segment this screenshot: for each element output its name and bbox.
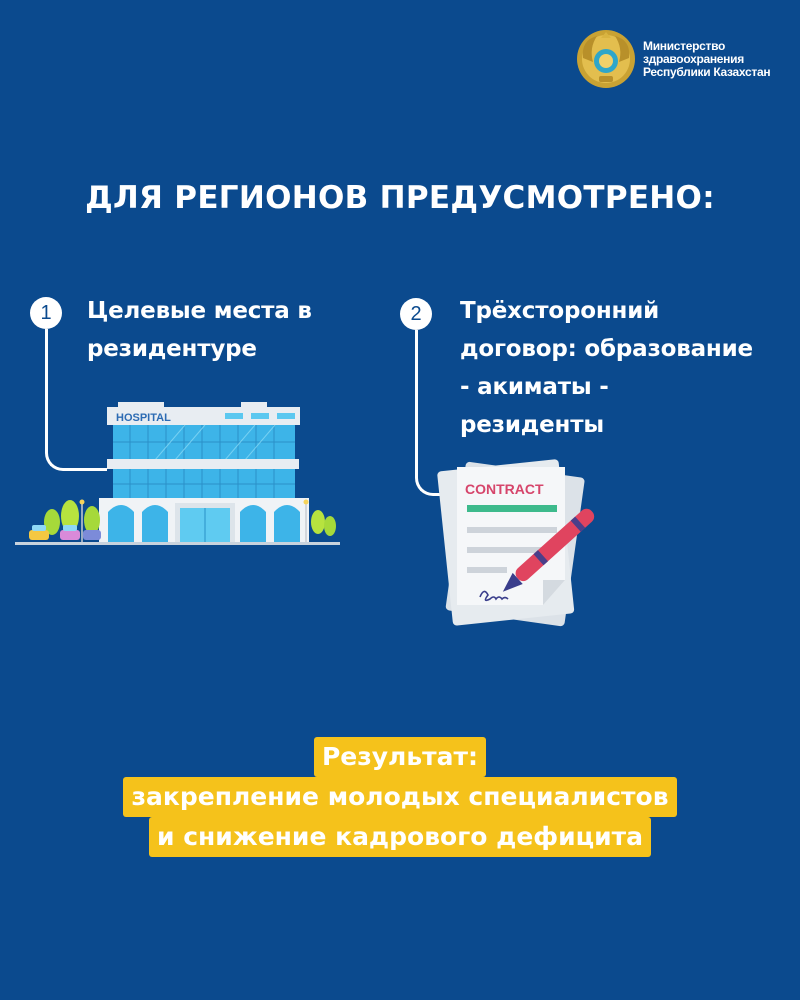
ministry-name-line: здравоохранения <box>643 51 744 66</box>
ministry-name-line: Министерство <box>643 38 726 53</box>
ministry-name-line: Республики Казахстан <box>643 64 771 79</box>
item-1-text: Целевые места в резидентуре <box>87 292 312 368</box>
connector-line <box>415 330 463 496</box>
item-2-text: Трёхсторонний договор: образование - аки… <box>460 292 753 444</box>
result-text-line: и снижение кадрового дефицита <box>148 817 652 857</box>
item-text-line: Трёхсторонний <box>460 298 660 324</box>
item-text-line: резидентуре <box>87 336 257 362</box>
step-number-badge: 2 <box>400 298 432 330</box>
ministry-name: Министерство здравоохранения Республики … <box>643 38 771 79</box>
connector-line <box>45 329 107 471</box>
item-text-line: - акиматы - <box>460 374 609 400</box>
ministry-logo: Министерство здравоохранения Республики … <box>575 28 771 90</box>
hospital-building-icon: HOSPITAL <box>15 402 340 547</box>
result-text-line: закрепление молодых специалистов <box>123 777 677 817</box>
step-number-badge: 1 <box>30 297 62 329</box>
result-box: Результат: закрепление молодых специалис… <box>0 737 800 857</box>
svg-text:CONTRACT: CONTRACT <box>465 481 544 497</box>
item-text-line: договор: образование <box>460 336 753 362</box>
item-text-line: резиденты <box>460 412 604 438</box>
contract-document-icon: CONTRACT <box>425 455 615 635</box>
result-heading: Результат: <box>313 737 487 777</box>
item-text-line: Целевые места в <box>87 298 312 324</box>
svg-text:HOSPITAL: HOSPITAL <box>116 412 171 424</box>
kazakhstan-emblem-icon <box>575 28 637 90</box>
page-title: ДЛЯ РЕГИОНОВ ПРЕДУСМОТРЕНО: <box>85 180 715 216</box>
